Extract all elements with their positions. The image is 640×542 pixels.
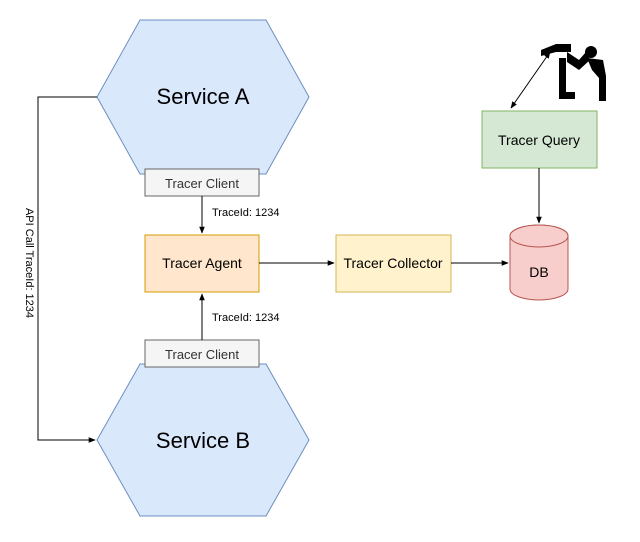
tracer-query-node[interactable]: Tracer Query — [481, 110, 598, 169]
edge-api-call — [37, 96, 97, 443]
user-at-terminal-icon — [541, 44, 606, 101]
tracer-agent-label: Tracer Agent — [162, 255, 242, 271]
tracer-client-b-label: Tracer Client — [165, 347, 239, 362]
db-cylinder-top — [509, 224, 569, 248]
tracer-collector-node[interactable]: Tracer Collector — [335, 234, 452, 293]
service-a-hexagon — [96, 19, 310, 175]
tracer-client-a-node[interactable]: Tracer Client — [144, 168, 260, 197]
edge-client-a-to-agent-label: TraceId: 1234 — [212, 207, 279, 219]
edge-api-call-label: API Call TraceId: 1234 — [23, 208, 35, 318]
service-b-label: Service B — [156, 428, 250, 453]
edges: TraceId: 1234 TraceId: 1234 API Call Tra… — [23, 51, 551, 443]
tracer-client-a-box — [144, 168, 260, 197]
service-b-node[interactable]: Service B — [96, 363, 310, 517]
service-b-hexagon — [96, 363, 310, 517]
tracer-agent-node[interactable]: Tracer Agent — [144, 234, 260, 293]
tracer-query-box — [481, 110, 598, 169]
tracer-collector-label: Tracer Collector — [343, 255, 442, 271]
edge-client-b-to-agent-label: TraceId: 1234 — [212, 312, 279, 324]
db-label: DB — [529, 264, 548, 280]
tracer-client-a-label: Tracer Client — [165, 176, 239, 191]
service-a-label: Service A — [157, 84, 250, 109]
tracer-client-b-node[interactable]: Tracer Client — [144, 339, 260, 368]
edge-user-to-query — [510, 51, 551, 109]
db-node[interactable]: DB — [509, 224, 569, 301]
tracer-query-label: Tracer Query — [498, 132, 580, 148]
service-a-node[interactable]: Service A — [96, 19, 310, 175]
